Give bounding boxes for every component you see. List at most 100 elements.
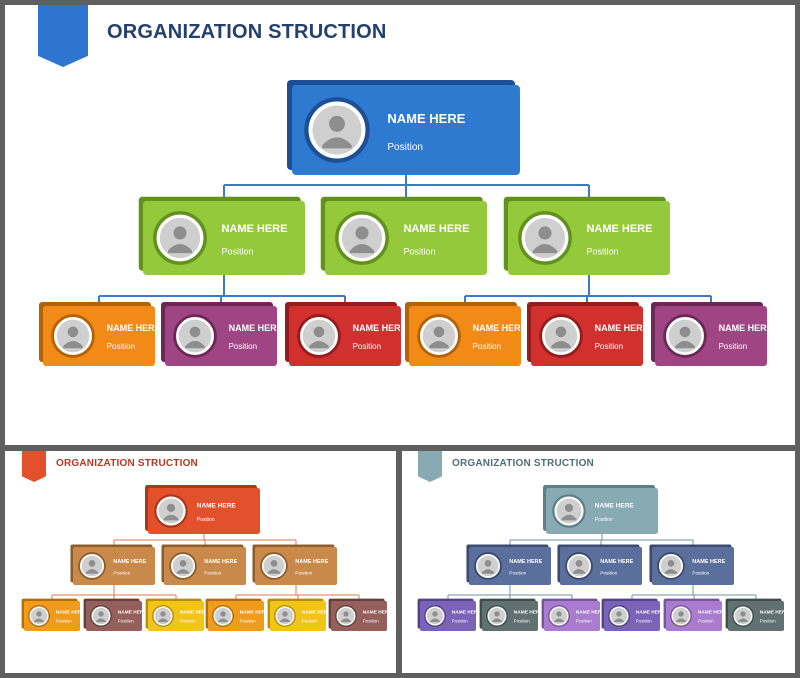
org-box-bottom-5: NAME HERE Position xyxy=(267,598,332,631)
avatar-icon xyxy=(78,552,106,580)
box-position-label: Position xyxy=(698,619,715,624)
box-position-label: Position xyxy=(692,570,709,576)
avatar-icon xyxy=(173,314,217,358)
avatar-icon xyxy=(212,605,234,627)
avatar-icon xyxy=(670,605,692,627)
box-name-label: NAME HERE xyxy=(692,559,725,565)
box-name-label: NAME HERE xyxy=(586,223,652,235)
box-name-label: NAME HERE xyxy=(636,610,666,616)
box-name-label: NAME HERE xyxy=(576,610,606,616)
avatar-icon xyxy=(335,211,389,265)
org-box-bottom-6: NAME HERE Position xyxy=(725,598,790,631)
box-position-label: Position xyxy=(363,619,380,624)
box-name-label: NAME HERE xyxy=(514,610,544,616)
org-box-bottom-3: NAME HERE Position xyxy=(541,598,606,631)
org-box-bottom-2: NAME HERE Position xyxy=(479,598,544,631)
box-position-label: Position xyxy=(240,619,257,624)
ribbon-bookmark xyxy=(38,5,88,67)
org-box-bottom-4: NAME HERE Position xyxy=(405,302,527,366)
org-box-middle-3: NAME HERE Position xyxy=(649,544,734,585)
org-box-bottom-5: NAME HERE Position xyxy=(527,302,649,366)
box-position-label: Position xyxy=(473,342,501,351)
org-box-bottom-2: NAME HERE Position xyxy=(83,598,148,631)
box-position-label: Position xyxy=(595,342,623,351)
avatar-icon xyxy=(539,314,583,358)
box-name-label: NAME HERE xyxy=(221,223,287,235)
box-name-label: NAME HERE xyxy=(118,610,148,616)
box-name-label: NAME HERE xyxy=(302,610,332,616)
box-position-label: Position xyxy=(636,619,653,624)
box-position-label: Position xyxy=(452,619,469,624)
box-name-label: NAME HERE xyxy=(353,323,407,333)
org-slide-orange: ORGANIZATION STRUCTION NAME HERE Position… xyxy=(5,451,396,673)
slide-title: ORGANIZATION STRUCTION xyxy=(452,458,594,469)
box-position-label: Position xyxy=(387,142,423,153)
avatar-icon xyxy=(565,552,593,580)
box-name-label: NAME HERE xyxy=(56,610,86,616)
org-box-top: NAME HERE Position xyxy=(145,485,260,534)
box-position-label: Position xyxy=(576,619,593,624)
avatar-icon xyxy=(154,494,188,528)
org-box-bottom-1: NAME HERE Position xyxy=(21,598,86,631)
avatar-icon xyxy=(608,605,630,627)
box-name-label: NAME HERE xyxy=(473,323,527,333)
box-name-label: NAME HERE xyxy=(240,610,270,616)
box-name-label: NAME HERE xyxy=(719,323,773,333)
box-name-label: NAME HERE xyxy=(509,559,542,565)
box-name-label: NAME HERE xyxy=(295,559,328,565)
box-position-label: Position xyxy=(113,570,130,576)
box-name-label: NAME HERE xyxy=(698,610,728,616)
box-position-label: Position xyxy=(514,619,531,624)
box-position-label: Position xyxy=(118,619,135,624)
avatar-icon xyxy=(274,605,296,627)
box-name-label: NAME HERE xyxy=(595,323,649,333)
avatar-icon xyxy=(548,605,570,627)
box-name-label: NAME HERE xyxy=(760,610,790,616)
box-position-label: Position xyxy=(204,570,221,576)
org-box-bottom-6: NAME HERE Position xyxy=(651,302,773,366)
box-name-label: NAME HERE xyxy=(197,502,237,509)
org-box-middle-3: NAME HERE Position xyxy=(252,544,337,585)
avatar-icon xyxy=(474,552,502,580)
box-name-label: NAME HERE xyxy=(229,323,283,333)
box-name-label: NAME HERE xyxy=(387,111,465,126)
org-box-bottom-3: NAME HERE Position xyxy=(285,302,407,366)
avatar-icon xyxy=(657,552,685,580)
slide-title: ORGANIZATION STRUCTION xyxy=(56,458,198,469)
avatar-icon xyxy=(90,605,112,627)
box-position-label: Position xyxy=(353,342,381,351)
avatar-icon xyxy=(260,552,288,580)
box-position-label: Position xyxy=(760,619,777,624)
box-position-label: Position xyxy=(107,342,135,351)
box-name-label: NAME HERE xyxy=(600,559,633,565)
box-position-label: Position xyxy=(295,570,312,576)
ribbon-bookmark xyxy=(22,451,46,482)
box-position-label: Position xyxy=(302,619,319,624)
ribbon-bookmark xyxy=(418,451,442,482)
avatar-icon xyxy=(663,314,707,358)
avatar-icon xyxy=(153,211,207,265)
box-position-label: Position xyxy=(719,342,747,351)
box-position-label: Position xyxy=(595,517,613,523)
avatar-icon xyxy=(297,314,341,358)
avatar-icon xyxy=(732,605,754,627)
org-slide-blue: ORGANIZATION STRUCTION NAME HERE Position… xyxy=(402,451,795,673)
box-position-label: Position xyxy=(197,517,215,523)
avatar-icon xyxy=(486,605,508,627)
box-position-label: Position xyxy=(56,619,73,624)
avatar-icon xyxy=(152,605,174,627)
